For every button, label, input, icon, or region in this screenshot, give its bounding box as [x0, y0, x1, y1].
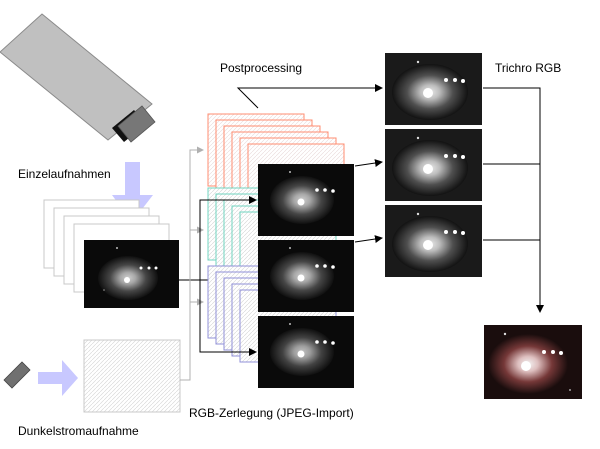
label-trichro: Trichro RGB — [495, 61, 562, 75]
label-single-exposures: Einzelaufnahmen — [18, 167, 111, 181]
dark-camera-icon — [3, 361, 31, 389]
label-rgb-split: RGB-Zerlegung (JPEG-Import) — [189, 406, 354, 420]
trichro-arrows — [483, 87, 544, 313]
color-composite-image — [484, 325, 582, 399]
flow-arrow-dark — [180, 146, 204, 381]
dark-frame — [83, 339, 181, 413]
nebula-image-red — [258, 164, 354, 236]
nebula-image-blue — [258, 316, 354, 388]
label-postprocessing: Postprocessing — [220, 61, 303, 75]
processed-image-3 — [385, 205, 482, 277]
label-dark-frame: Dunkelstromaufnahme — [18, 424, 139, 438]
processed-image-1 — [385, 53, 482, 125]
nebula-image-green — [258, 240, 354, 312]
right-arrow-icon — [38, 360, 78, 396]
camera-icon — [0, 13, 156, 143]
branch-arrows — [199, 196, 257, 356]
postprocessing-arrows — [236, 84, 383, 243]
nebula-image-exposure — [84, 240, 179, 308]
processed-image-2 — [385, 129, 482, 201]
